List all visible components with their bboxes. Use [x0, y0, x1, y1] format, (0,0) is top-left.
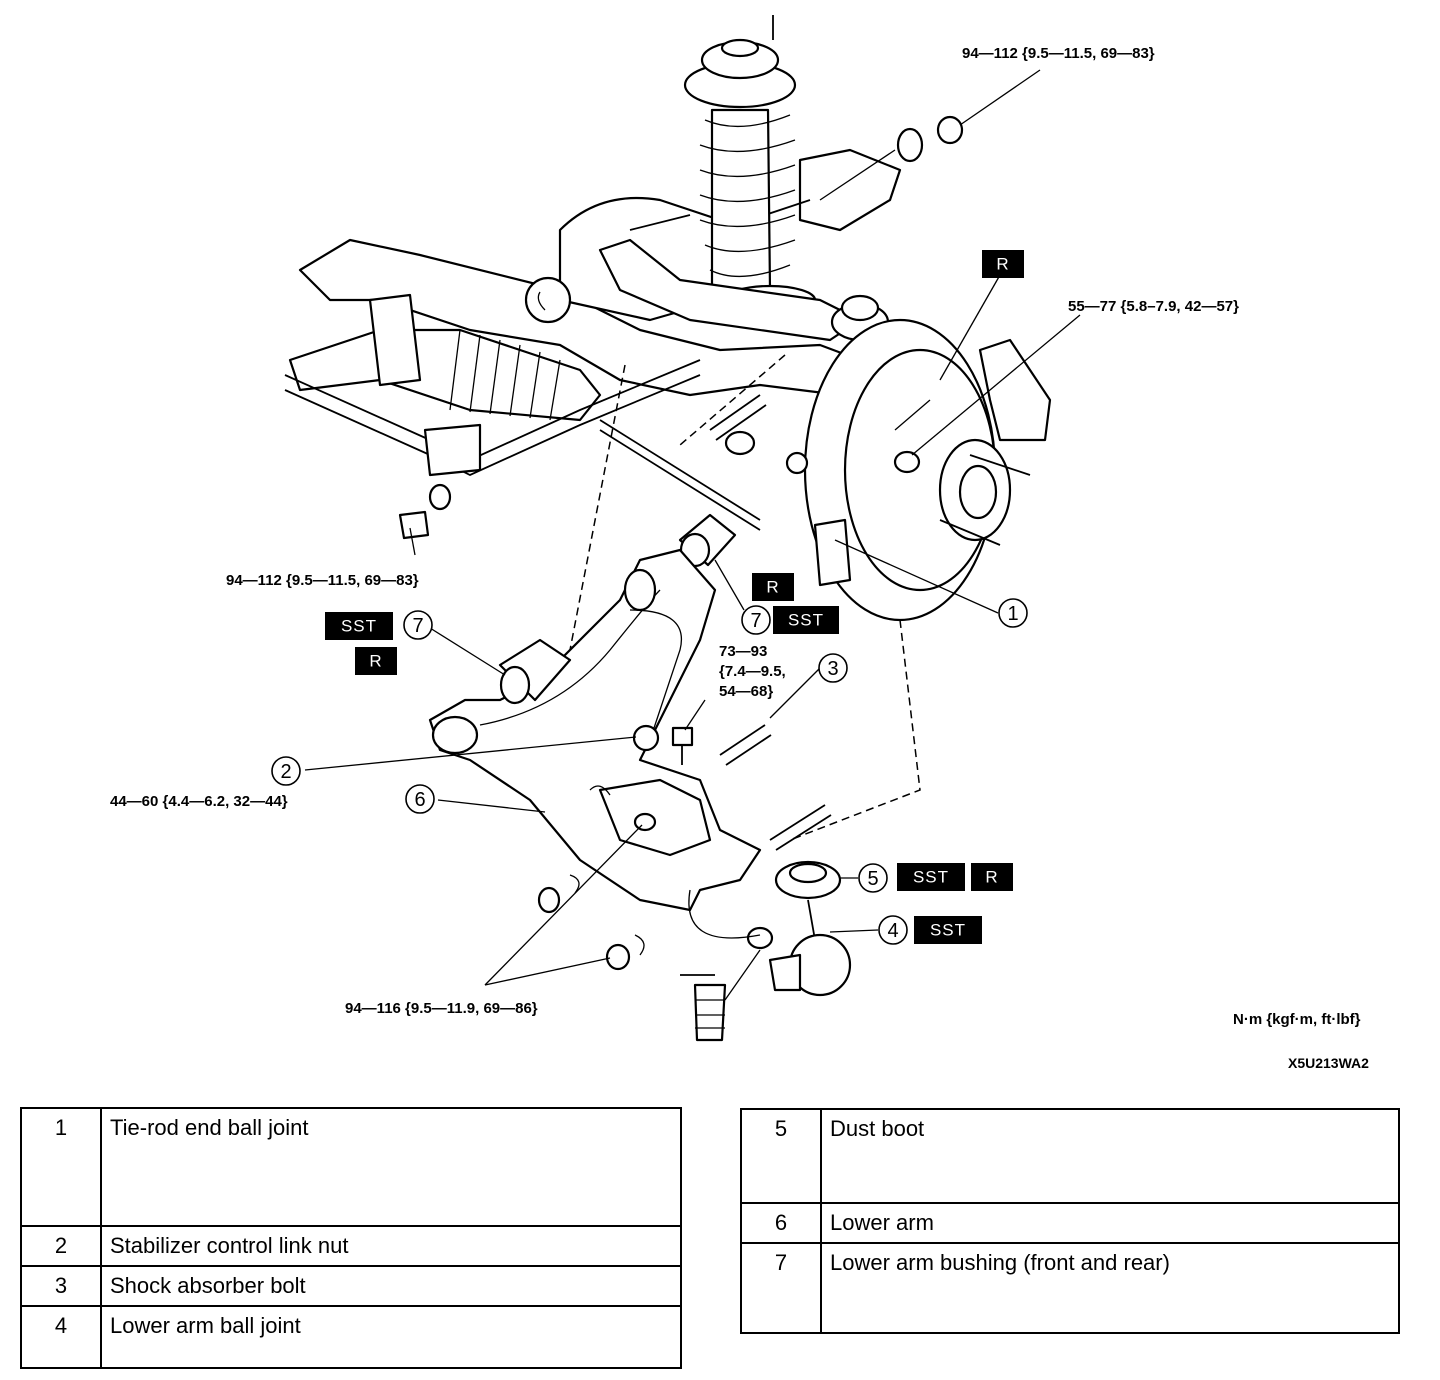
legend-row: 1 Tie-rod end ball joint [20, 1107, 682, 1227]
stabilizer-bar [284, 359, 701, 651]
callout-7-front-number: 7 [412, 615, 423, 637]
leader-lines [304, 69, 1081, 1001]
bushing-front [498, 638, 572, 705]
lower-arm-fasteners [537, 724, 832, 971]
legend-number: 1 [20, 1107, 102, 1227]
torque-lower-arm-bolt-1: 73—93 [719, 643, 767, 660]
callout-4: 4 [878, 915, 908, 945]
tag-r-tierod-label: R [766, 578, 779, 597]
tag-sst-bushing: SST [325, 612, 393, 640]
lower-ball-joint [680, 619, 921, 1042]
callout-7-rear-number: 7 [750, 610, 761, 632]
torque-lower-arm-nuts: 94—116 {9.5—11.9, 69—86} [345, 1000, 538, 1017]
legend-label: Lower arm [820, 1202, 1400, 1244]
callout-3-number: 3 [827, 658, 838, 680]
legend-number: 7 [740, 1242, 822, 1334]
legend-row: 7 Lower arm bushing (front and rear) [740, 1242, 1400, 1334]
callout-6-number: 6 [414, 789, 425, 811]
frame-fasteners [679, 115, 964, 475]
steering-rack [288, 293, 761, 531]
figure-code: X5U213WA2 [1288, 1055, 1369, 1071]
callout-3: 3 [818, 653, 848, 683]
tag-r-bushing: R [355, 647, 397, 675]
tag-r-top-label: R [996, 255, 1009, 274]
tag-sst-dust-boot: SST [897, 863, 965, 891]
torque-stabilizer-nut: 94—112 {9.5—11.5, 69—83} [226, 572, 419, 589]
callout-2-number: 2 [280, 761, 291, 783]
tag-r-tierod: R [752, 573, 794, 601]
legend-row: 6 Lower arm [740, 1202, 1400, 1244]
legend-number: 6 [740, 1202, 822, 1244]
callout-1: 1 [998, 598, 1028, 628]
legend-table-left: 1 Tie-rod end ball joint 2 Stabilizer co… [20, 1107, 682, 1369]
callout-6: 6 [405, 784, 435, 814]
tag-sst-dust-boot-label: SST [913, 868, 949, 887]
torque-hub-nut: 55—77 {5.8–7.9, 42—57} [1068, 298, 1239, 315]
legend-table-right: 5 Dust boot 6 Lower arm 7 Lower arm bush… [740, 1108, 1400, 1334]
tag-sst-bushing-label: SST [341, 617, 377, 636]
legend-label: Dust boot [820, 1108, 1400, 1204]
callout-4-number: 4 [887, 920, 898, 942]
suspension-exploded-diagram: 94—112 {9.5—11.5, 69—83} 55—77 {5.8–7.9,… [110, 15, 1369, 1071]
torque-lower-arm-bolt-3: 54—68} [719, 683, 773, 700]
legend-number: 2 [20, 1225, 102, 1267]
legend-label: Stabilizer control link nut [100, 1225, 682, 1267]
legend-number: 4 [20, 1305, 102, 1369]
callout-1-number: 1 [1007, 603, 1018, 625]
legend-label: Tie-rod end ball joint [100, 1107, 682, 1227]
torque-top-right-nut: 94—112 {9.5—11.5, 69—83} [962, 45, 1155, 62]
legend-row: 4 Lower arm ball joint [20, 1305, 682, 1369]
torque-control-link-nut: 44—60 {4.4—6.2, 32—44} [110, 793, 288, 810]
legend-label: Lower arm bushing (front and rear) [820, 1242, 1400, 1334]
legend-number: 5 [740, 1108, 822, 1204]
legend-row: 3 Shock absorber bolt [20, 1265, 682, 1307]
tag-sst-tierod: SST [773, 606, 839, 634]
tag-r-dust-boot: R [971, 863, 1013, 891]
tag-sst-ball-joint-label: SST [930, 921, 966, 940]
strut-assembly [683, 15, 817, 316]
legend-label: Lower arm ball joint [100, 1305, 682, 1369]
torque-lower-arm-bolt-2: {7.4—9.5, [719, 663, 786, 680]
callout-5: 5 [858, 863, 888, 893]
tag-r-dust-boot-label: R [985, 868, 998, 887]
tag-sst-ball-joint: SST [914, 916, 982, 944]
legend-row: 5 Dust boot [740, 1108, 1400, 1204]
legend-row: 2 Stabilizer control link nut [20, 1225, 682, 1267]
tag-r-bushing-label: R [369, 652, 382, 671]
callout-7-rear: 7 [741, 605, 771, 635]
legend-label: Shock absorber bolt [100, 1265, 682, 1307]
lower-arm [428, 548, 762, 912]
legend-number: 3 [20, 1265, 102, 1307]
callout-2: 2 [271, 756, 301, 786]
units-note: N·m {kgf·m, ft·lbf} [1233, 1011, 1361, 1028]
callout-5-number: 5 [867, 868, 878, 890]
knuckle-hub [803, 318, 1052, 622]
callout-7-front: 7 [403, 610, 433, 640]
tag-sst-tierod-label: SST [788, 611, 824, 630]
tag-r-top: R [982, 250, 1024, 278]
